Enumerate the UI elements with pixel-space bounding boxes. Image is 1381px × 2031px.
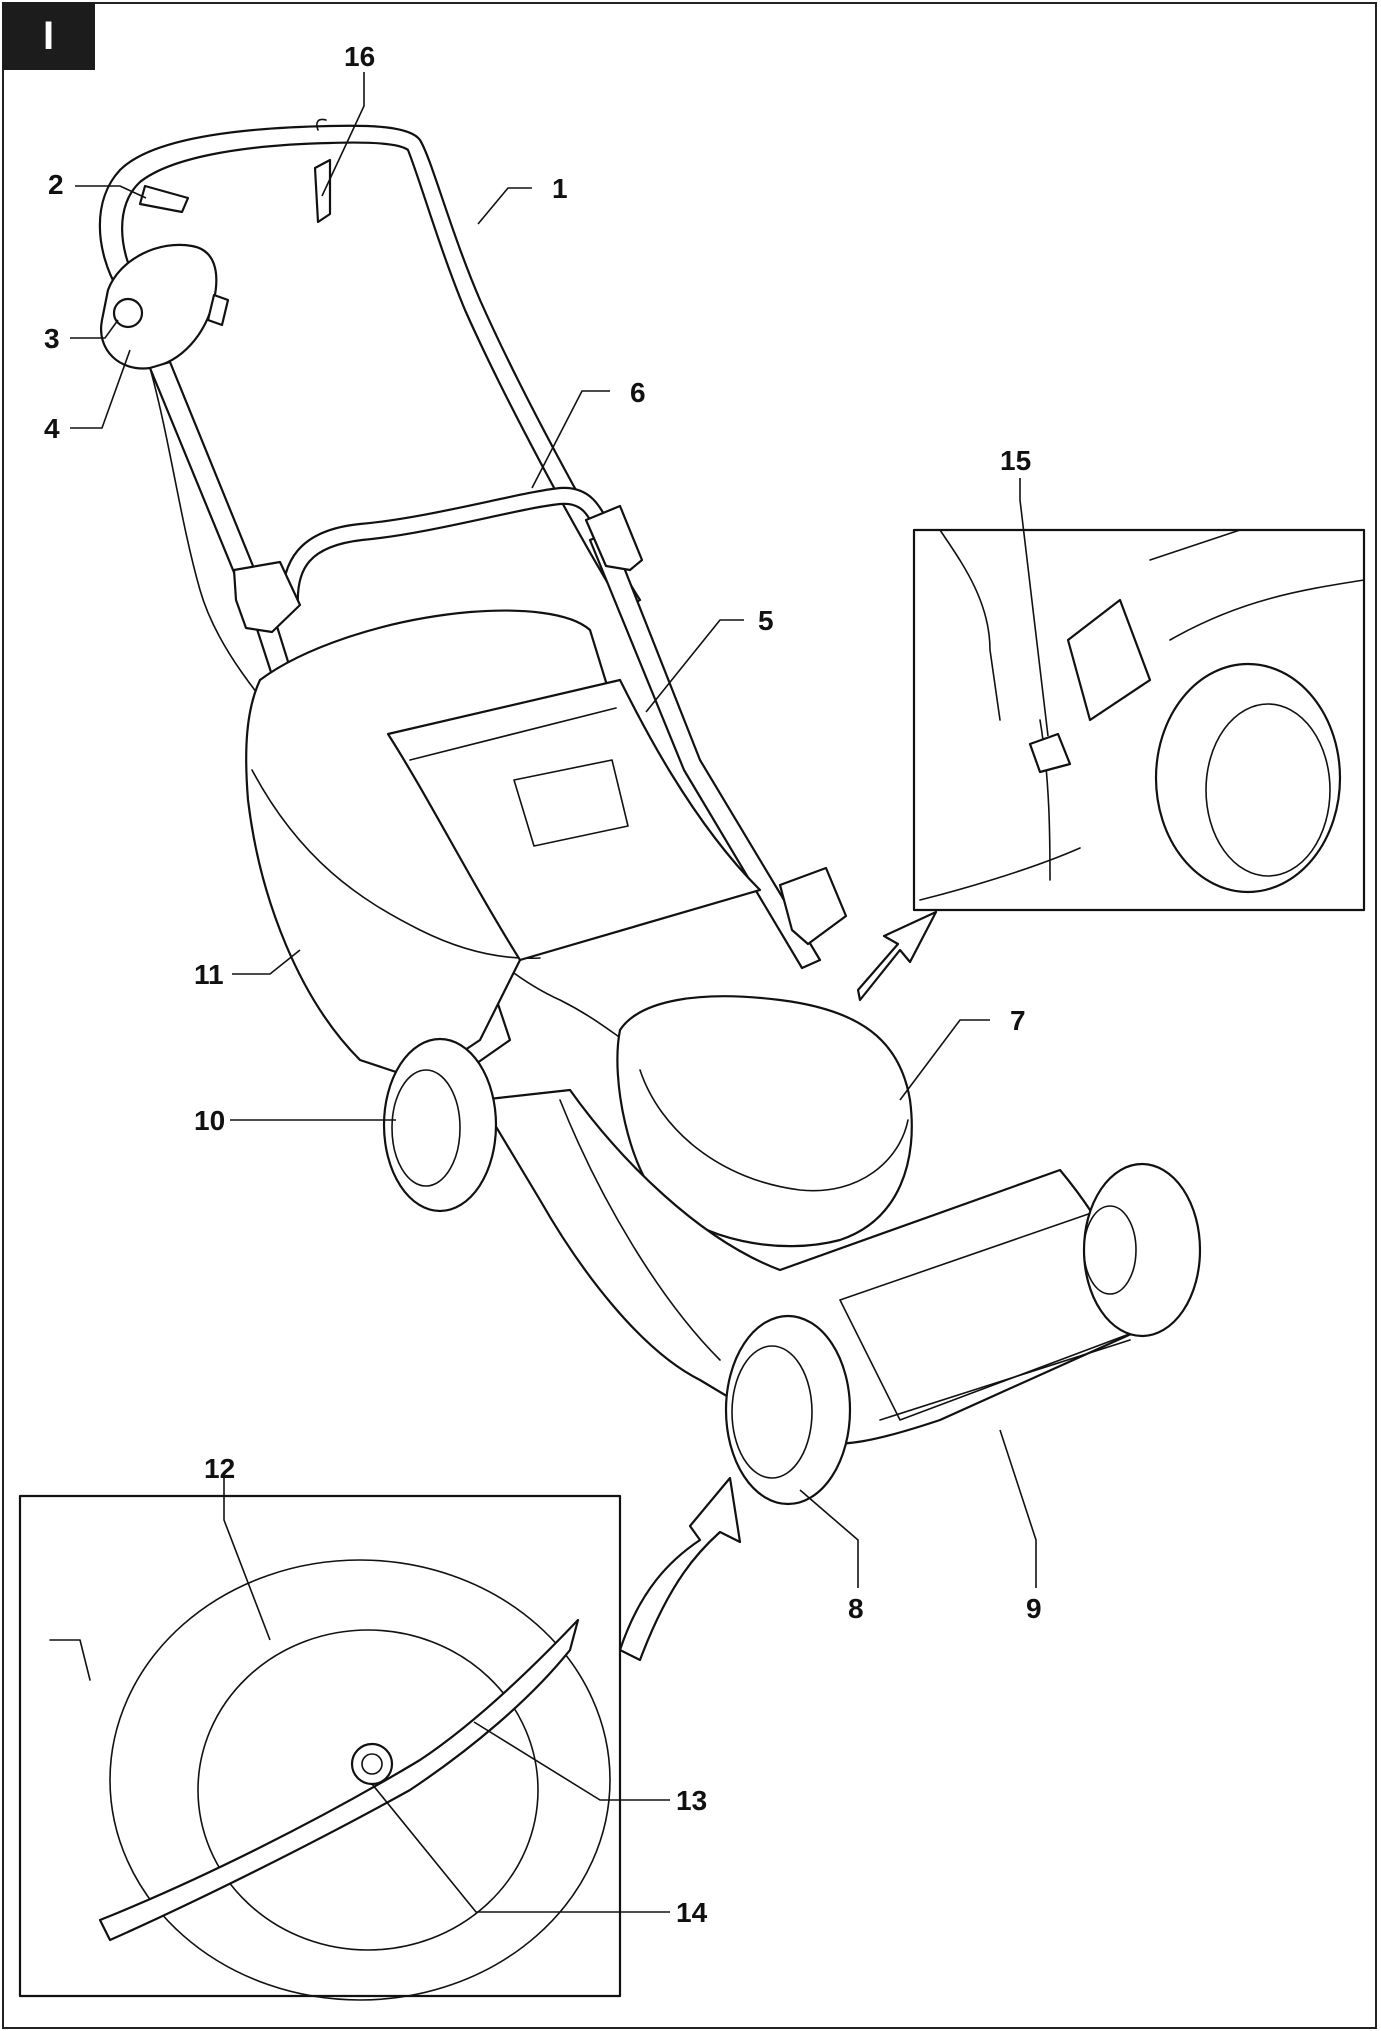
front-wheel-right bbox=[1082, 1162, 1202, 1338]
callout-5: 5 bbox=[758, 605, 774, 636]
callout-4: 4 bbox=[44, 413, 60, 444]
callout-11: 11 bbox=[194, 959, 224, 990]
inset-blade-assembly bbox=[18, 1476, 742, 2001]
cable-clip bbox=[313, 158, 332, 224]
upper-handle bbox=[98, 124, 642, 612]
inset-height-adjuster bbox=[856, 528, 1366, 1002]
inset-height-latch bbox=[1028, 732, 1072, 774]
inset-blade-arrow bbox=[618, 1476, 742, 1662]
inset-cutting-blade bbox=[98, 1618, 580, 1942]
callout-15: 15 bbox=[1000, 445, 1031, 476]
front-wheel-left bbox=[724, 1314, 852, 1506]
handle-crossbar bbox=[280, 486, 614, 612]
callout-9: 9 bbox=[1026, 1593, 1042, 1624]
callout-16: 16 bbox=[344, 41, 375, 72]
callout-6: 6 bbox=[630, 377, 646, 408]
callout-leaders bbox=[70, 72, 1049, 1913]
callout-12: 12 bbox=[204, 1453, 235, 1484]
callout-7: 7 bbox=[1010, 1005, 1026, 1036]
inset-adjust-lever bbox=[1066, 598, 1152, 722]
collector-lid bbox=[386, 678, 762, 962]
callout-14: 14 bbox=[676, 1897, 708, 1928]
callout-1: 1 bbox=[552, 173, 568, 204]
callout-8: 8 bbox=[848, 1593, 864, 1624]
inset-blade-bolt bbox=[350, 1742, 394, 1786]
callout-2: 2 bbox=[48, 169, 64, 200]
inset-pointer-arrow bbox=[856, 910, 938, 1002]
inset-blade-adapter bbox=[197, 1629, 539, 1951]
start-button-knob bbox=[112, 297, 144, 329]
callout-labels: 1 2 3 4 5 6 7 8 9 10 11 12 13 14 15 16 bbox=[44, 41, 1042, 1928]
quick-release-left bbox=[232, 560, 302, 634]
callout-3: 3 bbox=[44, 323, 60, 354]
callout-10: 10 bbox=[194, 1105, 225, 1136]
height-adjuster-right bbox=[778, 866, 848, 946]
rear-wheel-left bbox=[382, 1037, 498, 1213]
quick-release-right bbox=[584, 504, 644, 572]
callout-13: 13 bbox=[676, 1785, 707, 1816]
inset-wheel bbox=[1154, 662, 1342, 894]
safety-lever bbox=[138, 184, 190, 214]
lawn-mower-illustration bbox=[98, 118, 1202, 1506]
figure-badge: I bbox=[2, 2, 95, 70]
